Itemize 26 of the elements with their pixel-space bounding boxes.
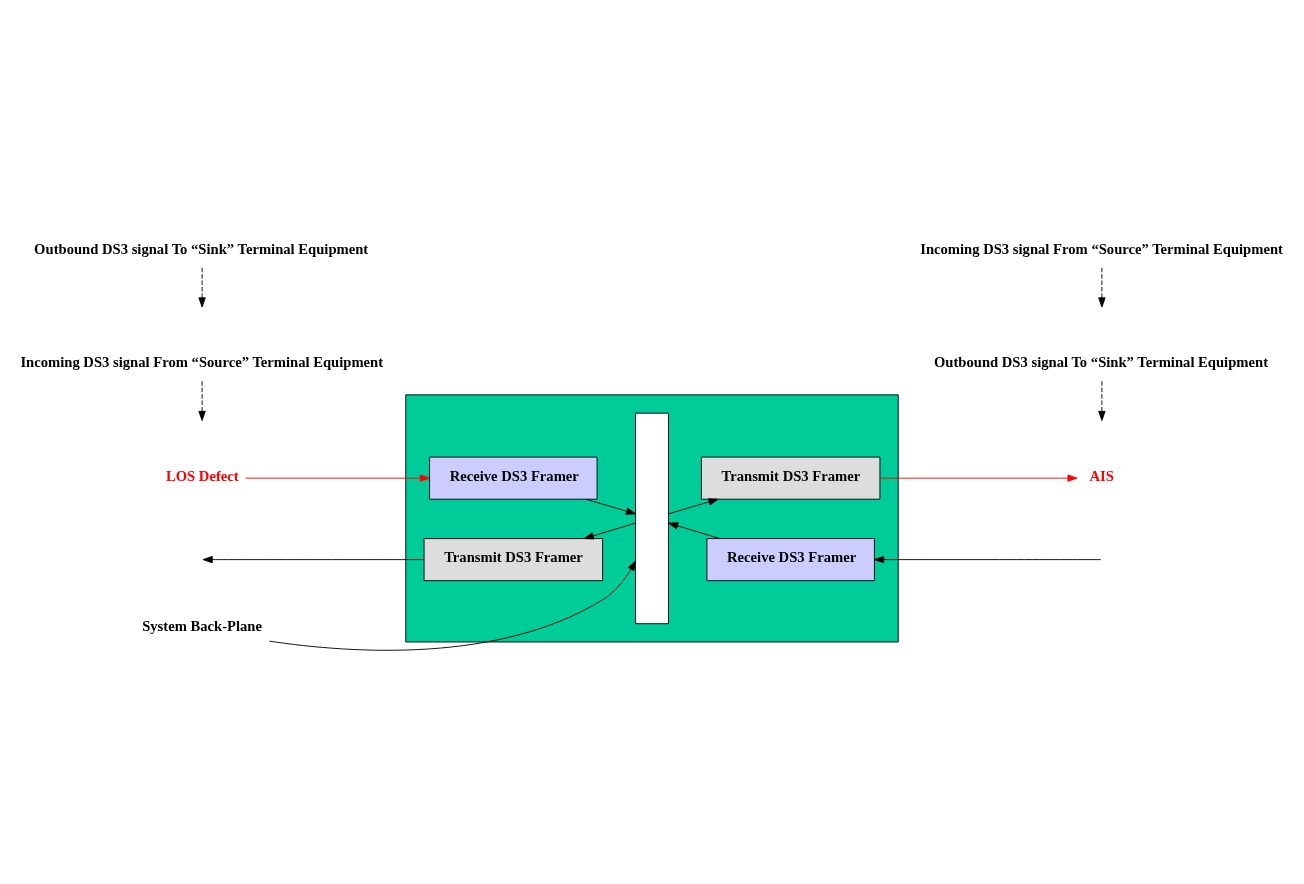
arrow <box>668 497 719 514</box>
node-text: Outbound DS3 signal To “Sink” Terminal Equipment <box>34 240 369 257</box>
node-text: System Back-Plane <box>142 617 262 634</box>
arrow <box>879 474 1078 482</box>
node-box: Receive DS3 Framer <box>706 537 875 581</box>
cluster <box>405 393 899 642</box>
node-text: Incoming DS3 signal From “Source” Terminal Equipment <box>20 353 384 370</box>
node-text: Incoming DS3 signal From “Source” Terminal Equipment <box>920 240 1283 257</box>
node-text: AIS <box>1089 467 1114 484</box>
arrow <box>198 380 206 421</box>
arrow <box>1098 380 1106 421</box>
arrow <box>198 266 206 307</box>
node-text: LOS Defect <box>165 467 239 484</box>
arrow <box>583 522 636 539</box>
arrow <box>585 498 636 515</box>
arrow <box>874 555 1102 563</box>
arrow <box>202 555 425 563</box>
arrow <box>245 474 430 482</box>
node-box: Transmit DS3 Framer <box>700 456 881 500</box>
node-box: Receive DS3 Framer <box>429 456 598 500</box>
node-text: Outbound DS3 signal To “Sink” Terminal Equipment <box>933 353 1269 370</box>
arrow <box>1098 266 1106 307</box>
node-box: Transmit DS3 Framer <box>423 537 604 581</box>
arrow <box>668 521 721 539</box>
arrow <box>269 560 636 651</box>
node-bar <box>635 412 669 624</box>
